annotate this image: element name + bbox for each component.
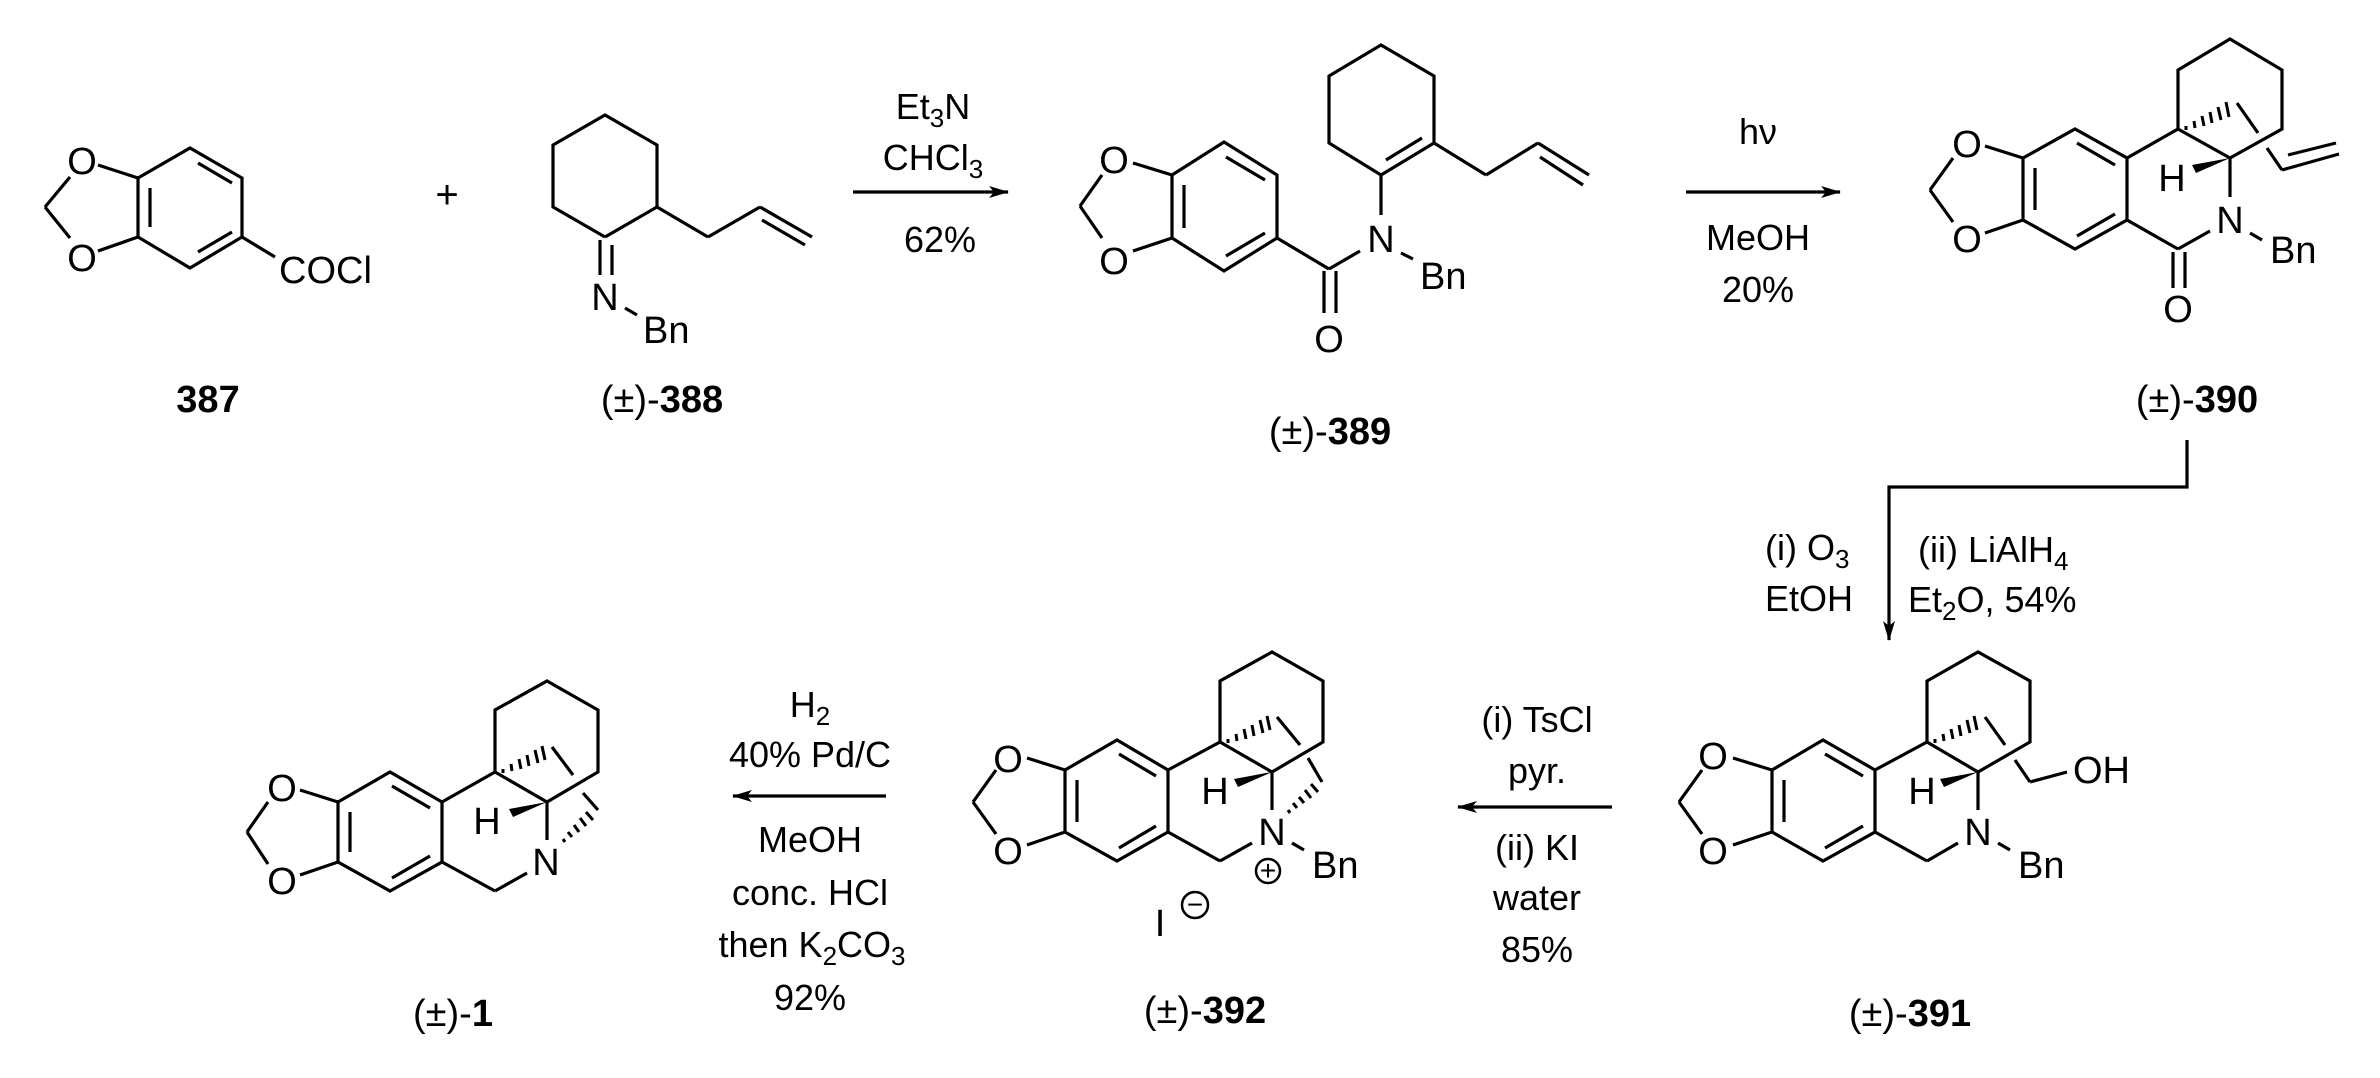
nitrogen-atom: N [2216,200,2243,242]
hashed-wedge-bond [501,745,547,773]
solvent-label: EtOH [1765,578,1853,619]
oxygen-atom: O [1698,736,1728,778]
reagent-label: Et3N [896,86,970,133]
oxygen-atom: O [1952,219,1982,261]
nitrogen-atom: N [1367,219,1394,261]
reaction-arrow-step1: Et3N CHCl3 62% [853,86,1009,260]
oxygen-atom: O [67,141,97,183]
solid-wedge-bond [1234,772,1272,787]
reagent-label: (i) O3 [1765,527,1849,574]
reaction-arrow-step5: H2 40% Pd/C MeOH conc. HCl then K2CO3 92… [718,684,905,1018]
amino-alcohol-bonds [1677,650,2068,863]
reaction-arrow-step3: (i) O3 EtOH (ii) LiAlH4 Et2O, 54% [1765,440,2189,641]
solvent-label: MeOH [1706,217,1810,258]
yield-label: 62% [904,219,976,260]
benzyl-group: Bn [643,310,689,352]
plus-sign: + [435,173,458,217]
compound-label: (±)-391 [1849,993,1971,1035]
compound-387: O O COCl 387 [43,141,372,421]
compound-392: O O H N Bn + I − (±)-392 [971,650,1358,1032]
oxygen-atom: O [1099,140,1129,182]
solid-wedge-bond [2192,158,2230,173]
compound-label: (±)-389 [1269,411,1391,453]
carbonyl-oxygen: O [1314,319,1344,361]
nitrogen-atom: N [1258,812,1285,854]
compound-label: (±)-1 [413,993,493,1035]
compound-label: (±)-392 [1144,990,1266,1032]
compound-389: O O O N Bn (±)-389 [1078,43,1590,453]
solvent-label: water [1492,877,1581,918]
compound-390: O O H N Bn O (±)-390 [1928,37,2340,421]
oxygen-atom: O [267,768,297,810]
oxygen-atom: O [993,831,1023,873]
compound-391: O O H N Bn OH (±)-391 [1677,650,2130,1035]
yield-label: 92% [774,977,846,1018]
reagent-label: (i) TsCl [1481,699,1592,740]
lactam-bonds [1928,37,2340,288]
benzyl-group: Bn [2270,230,2316,272]
compound-label: (±)-388 [601,379,723,421]
acid-label: conc. HCl [732,872,888,913]
irradiation-label: hν [1739,111,1777,152]
oxygen-atom: O [267,861,297,903]
stereo-hydrogen: H [1201,771,1228,813]
benzyl-group: Bn [1420,256,1466,298]
solid-wedge-bond [1940,772,1978,787]
compound-label: 387 [176,379,239,421]
oxygen-atom: O [1698,831,1728,873]
yield-label: 20% [1722,269,1794,310]
iodide-counterion: I [1155,903,1166,945]
benzodioxole-bonds [43,146,276,270]
benzyl-group: Bn [2018,845,2064,887]
reaction-arrow-step2: hν MeOH 20% [1686,111,1841,310]
oxygen-atom: O [1099,241,1129,283]
acyl-chloride-group: COCl [279,250,372,292]
carbonyl-oxygen: O [2163,289,2193,331]
nitrogen-atom: N [532,842,559,884]
catalyst-label: 40% Pd/C [729,734,891,775]
ammonium-salt-bonds [971,650,1325,863]
hashed-wedge-bond [2184,101,2231,130]
positive-charge-icon: + [1254,855,1282,886]
reagent-label: (ii) KI [1495,827,1579,868]
solvent-label: MeOH [758,819,862,860]
yield-label: 85% [1501,929,1573,970]
reaction-arrow-step4: (i) TsCl pyr. (ii) KI water 85% [1457,699,1612,970]
solid-wedge-bond [509,802,547,817]
compound-label: (±)-390 [2136,379,2258,421]
svg-text:−: − [1187,889,1203,920]
hashed-wedge-bond-n [561,811,595,843]
oxygen-atom: O [67,238,97,280]
nitrogen-atom: N [591,277,618,319]
amide-bonds [1078,43,1590,313]
solvent-yield-label: Et2O, 54% [1908,579,2077,626]
base-label: pyr. [1508,750,1566,791]
nitrogen-atom: N [1964,812,1991,854]
compound-388: N Bn (±)-388 [551,113,813,421]
hashed-wedge-bond-n [1286,783,1320,814]
compound-1: O O H N (±)-1 [245,679,600,1035]
svg-text:+: + [1260,855,1276,886]
oxygen-atom: O [993,739,1023,781]
cyclohexane-imine-bonds [551,113,813,317]
negative-charge-icon: − [1180,889,1210,920]
product-bonds [245,679,600,893]
stereo-hydrogen: H [2158,158,2185,200]
reagent-label: (ii) LiAlH4 [1918,529,2068,576]
benzyl-group: Bn [1312,845,1358,887]
solvent-label: CHCl3 [883,137,983,184]
stereo-hydrogen: H [473,801,500,843]
oxygen-atom: O [1952,124,1982,166]
hashed-wedge-bond [1226,715,1272,743]
stereo-hydrogen: H [1908,771,1935,813]
reagent-label: H2 [790,684,830,731]
hydroxyl-group: OH [2073,750,2130,792]
base-label: then K2CO3 [718,924,905,971]
hashed-wedge-bond [1933,715,1979,743]
